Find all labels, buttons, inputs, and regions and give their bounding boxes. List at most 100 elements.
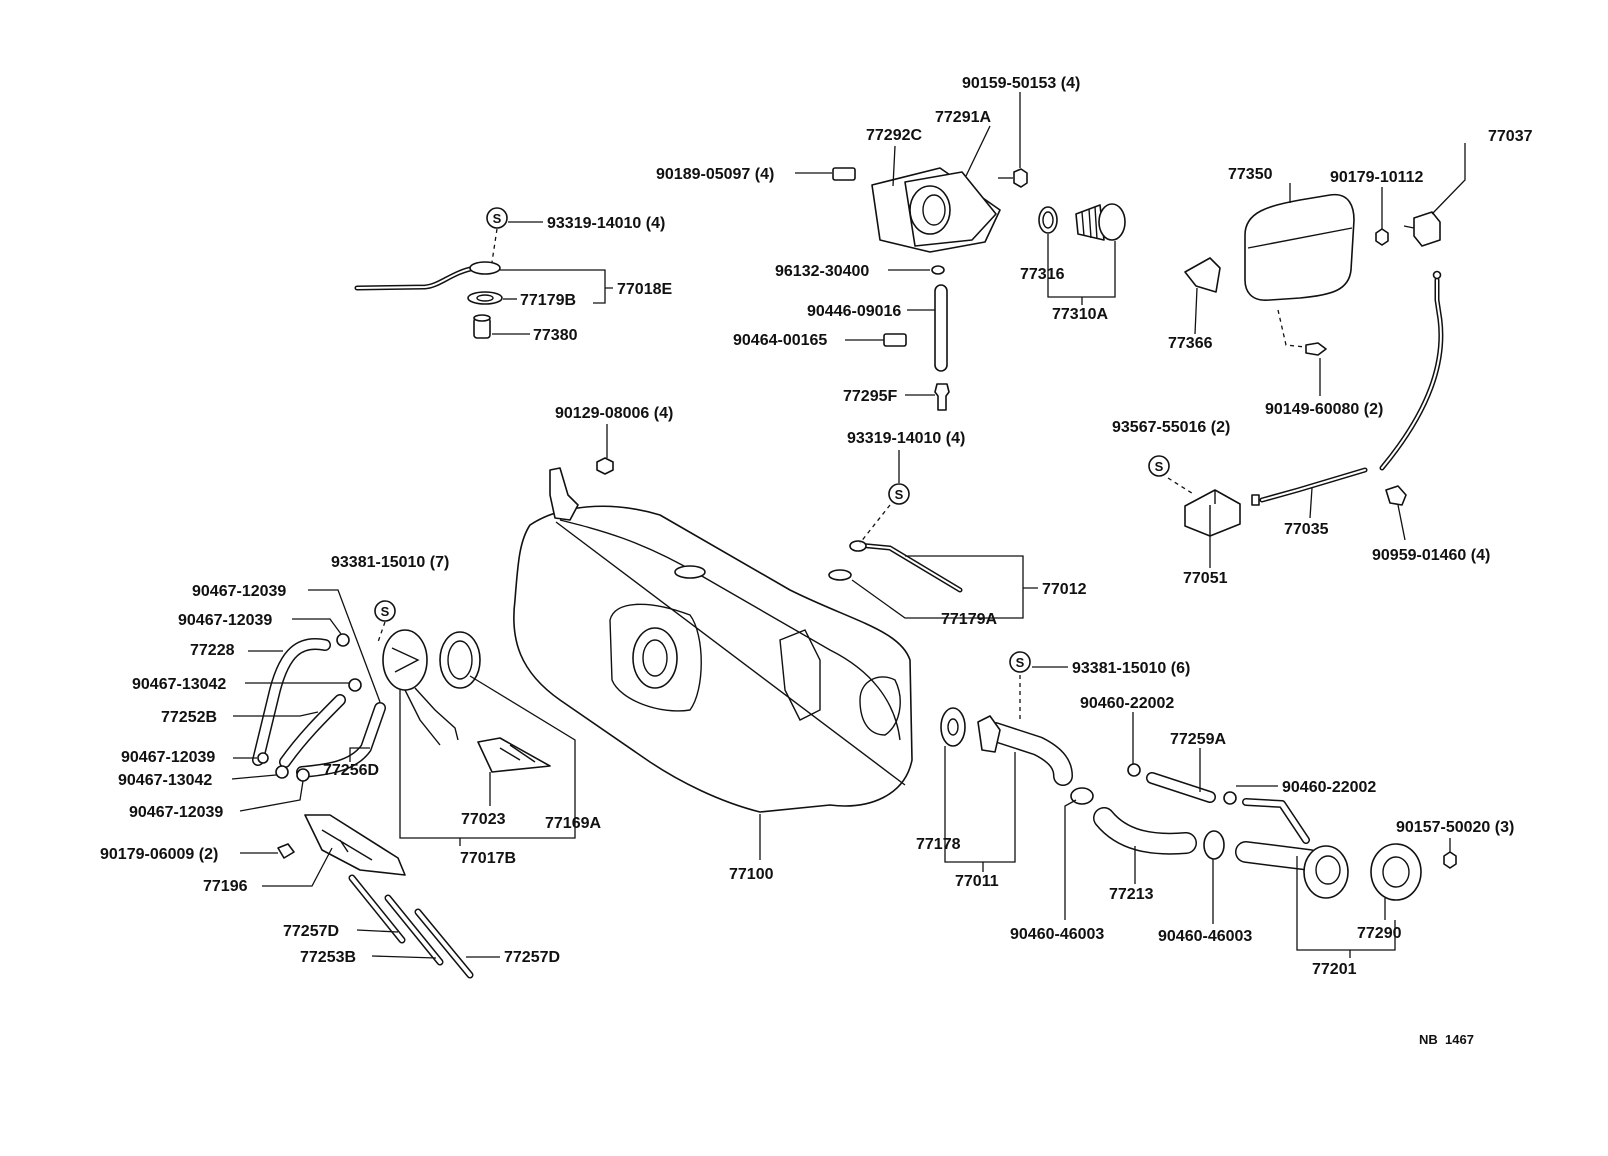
neck-77011-flange bbox=[977, 715, 1001, 753]
gasket-77169A-inner bbox=[447, 640, 473, 680]
leader-line bbox=[500, 269, 613, 304]
label-77196: 77196 bbox=[203, 878, 248, 895]
fuel-tank-side-pocket bbox=[859, 676, 901, 736]
label-93567-55016: 93567-55016 (2) bbox=[1112, 419, 1230, 436]
gauge-head bbox=[849, 540, 867, 552]
fuel-lid-crease bbox=[1247, 227, 1353, 249]
latch-77037 bbox=[1413, 211, 1441, 247]
label-93319-14010-mid: 93319-14010 (4) bbox=[847, 430, 965, 447]
label-90189-05097: 90189-05097 (4) bbox=[656, 166, 774, 183]
dashed-leader-line bbox=[1167, 477, 1196, 496]
gauge-rod-outer bbox=[855, 542, 963, 593]
dashed-leader-line bbox=[377, 621, 386, 643]
cable-end-fitting bbox=[1251, 494, 1260, 506]
label-77291A: 77291A bbox=[935, 109, 991, 126]
gasket-77179A bbox=[828, 569, 852, 581]
hose-77259A-inner bbox=[1147, 773, 1215, 802]
label-90467-12039-d: 90467-12039 bbox=[129, 804, 223, 821]
nut-90179-10112 bbox=[1375, 228, 1389, 246]
fuel-tank bbox=[513, 467, 913, 813]
sealant-symbol: S bbox=[493, 211, 502, 226]
leader-line bbox=[1047, 234, 1116, 305]
label-77292C: 77292C bbox=[866, 127, 922, 144]
fuel-tank-body bbox=[513, 505, 913, 813]
label-90159-50153: 90159-50153 (4) bbox=[962, 75, 1080, 92]
leader-line bbox=[892, 145, 896, 187]
sender-gauge-77018E bbox=[354, 261, 503, 339]
bracket-and-rods bbox=[277, 814, 474, 979]
label-90460-46003-b: 90460-46003 bbox=[1158, 928, 1252, 945]
label-77179B: 77179B bbox=[520, 292, 576, 309]
fuel-tank-pump-opening bbox=[632, 627, 678, 689]
fuel-tank-pump-opening-inner bbox=[642, 639, 668, 677]
gasket-77316 bbox=[1038, 206, 1058, 234]
label-77178: 77178 bbox=[916, 836, 961, 853]
leader-line bbox=[239, 780, 304, 812]
label-96132-30400: 96132-30400 bbox=[775, 263, 869, 280]
label-77310A: 77310A bbox=[1052, 306, 1108, 323]
pump-flange bbox=[382, 629, 428, 691]
label-90959-01460: 90959-01460 (4) bbox=[1372, 547, 1490, 564]
clamp-90460-46003-a bbox=[1070, 787, 1094, 805]
rod-77257D-a-inner bbox=[350, 876, 404, 942]
leader-line bbox=[262, 847, 333, 887]
label-90157-50020: 90157-50020 (3) bbox=[1396, 819, 1514, 836]
figure-code: NB 1467 bbox=[1419, 1032, 1474, 1047]
label-90467-13042-b: 90467-13042 bbox=[118, 772, 212, 789]
hose-77228-inner bbox=[253, 639, 330, 765]
hose-90446 bbox=[934, 284, 948, 372]
label-90467-12039-c: 90467-12039 bbox=[121, 749, 215, 766]
cable-lower-inner bbox=[1261, 469, 1366, 501]
fuel-tank-recess bbox=[609, 603, 702, 712]
sealant-symbol-circle bbox=[1009, 651, 1031, 673]
label-90467-12039-a: 90467-12039 bbox=[192, 583, 286, 600]
ring-96132 bbox=[931, 265, 945, 275]
leader-line bbox=[1064, 799, 1077, 920]
leader-line bbox=[1397, 504, 1406, 541]
bolt-90129 bbox=[596, 457, 614, 475]
label-77256D: 77256D bbox=[323, 762, 379, 779]
breather-tube-inner bbox=[1243, 799, 1309, 843]
leader-line bbox=[1296, 856, 1396, 958]
fuel-lid-assembly bbox=[1184, 193, 1441, 356]
filler-pipe-assembly bbox=[940, 707, 1457, 901]
sender-rod-outer bbox=[354, 265, 478, 291]
bracket-77196-detail bbox=[321, 829, 373, 861]
label-77201: 77201 bbox=[1312, 961, 1357, 978]
label-93381-15010-7: 93381-15010 (7) bbox=[331, 554, 449, 571]
label-90460-22002-b: 90460-22002 bbox=[1282, 779, 1376, 796]
label-90179-06009: 90179-06009 (2) bbox=[100, 846, 218, 863]
fuel-tank-side-bracket bbox=[779, 629, 821, 721]
label-77100: 77100 bbox=[729, 866, 774, 883]
label-77380: 77380 bbox=[533, 327, 578, 344]
sealant-symbol: S bbox=[1016, 655, 1025, 670]
label-77290: 77290 bbox=[1357, 925, 1402, 942]
label-77259A: 77259A bbox=[1170, 731, 1226, 748]
clamp-90460-22002-b bbox=[1223, 791, 1237, 805]
pump-body-77023 bbox=[477, 737, 551, 773]
label-77316: 77316 bbox=[1020, 266, 1065, 283]
ring-77290 bbox=[1370, 843, 1422, 901]
leader-line bbox=[308, 589, 381, 703]
hose-77213-inner bbox=[1094, 808, 1196, 854]
pump-tube-a bbox=[404, 689, 441, 746]
label-77051: 77051 bbox=[1183, 570, 1228, 587]
leader-line bbox=[851, 555, 1038, 619]
label-77253B: 77253B bbox=[300, 949, 356, 966]
clip-90189 bbox=[832, 167, 856, 181]
pump-body-hatch bbox=[499, 744, 536, 763]
sender-gauge-head bbox=[469, 261, 501, 275]
sealant-symbol: S bbox=[381, 604, 390, 619]
leader-line bbox=[944, 746, 1016, 872]
label-77012: 77012 bbox=[1042, 581, 1087, 598]
opener-77051-face bbox=[1209, 490, 1216, 536]
label-77295F: 77295F bbox=[843, 388, 897, 405]
label-77228: 77228 bbox=[190, 642, 235, 659]
label-90467-12039-b: 90467-12039 bbox=[178, 612, 272, 629]
sender-gauge-77012 bbox=[828, 540, 963, 593]
sealant-symbol: S bbox=[1155, 459, 1164, 474]
label-77169A: 77169A bbox=[545, 815, 601, 832]
fuel-tank-strap bbox=[555, 521, 906, 786]
label-90149-60080: 90149-60080 (2) bbox=[1265, 401, 1383, 418]
